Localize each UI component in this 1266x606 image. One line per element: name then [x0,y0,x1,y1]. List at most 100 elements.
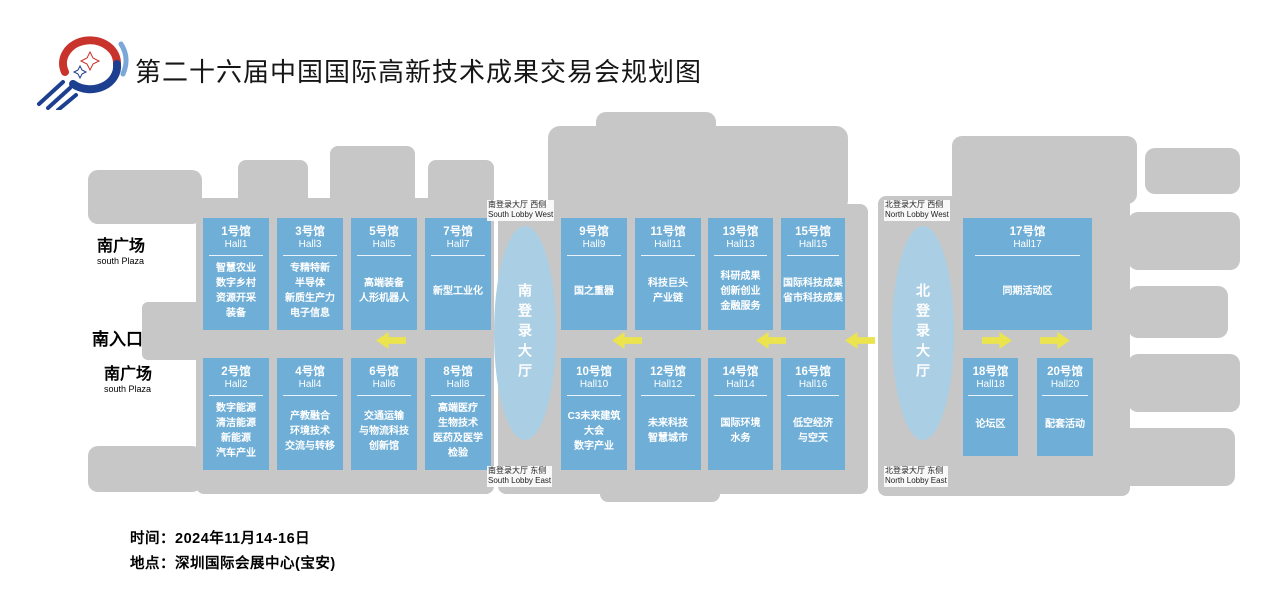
hall-number: 6号馆 [369,366,399,378]
hall-divider [1042,395,1088,397]
hall-code: Hall9 [582,239,606,251]
hall-divider [640,395,696,397]
page-title: 第二十六届中国国际高新技术成果交易会规划图 [135,58,703,87]
south-plaza-zh: 南广场 [104,366,153,383]
hall-code: Hall16 [798,379,828,391]
hall-divider [430,395,486,397]
south-plaza-label-bottom: 南广场 south Plaza [104,366,152,394]
hall-code: Hall4 [298,379,322,391]
hall-number: 8号馆 [443,366,473,378]
hall-desc: 同期活动区 [1002,285,1053,297]
hall-desc: 新型工业化 [433,285,483,297]
hall-desc: 配套活动 [1045,418,1085,430]
hall-desc: 论坛区 [975,418,1006,430]
hall-divider [566,255,622,257]
hall-number: 12号馆 [650,366,686,378]
hall-desc: 国际科技成果 省市科技成果 [783,278,843,305]
south-lobby-east-note: 南登录大厅 东侧 South Lobby East [487,466,553,487]
hall-divider [640,255,696,257]
hall-16: 16号馆 Hall16 低空经济 与空天 [781,358,845,470]
hall-number: 16号馆 [795,366,831,378]
south-entrance-label: 南入口 [92,330,143,349]
south-lobby-label: 南登录大厅 [517,283,533,383]
hall-code: Hall2 [224,379,248,391]
hall-number: 2号馆 [221,366,251,378]
hall-number: 4号馆 [295,366,325,378]
hall-20: 20号馆 Hall20 配套活动 [1037,358,1093,456]
north-lobby-label: 北登录大厅 [915,283,931,383]
hall-number: 17号馆 [1009,226,1046,238]
event-time: 时间：2024年11月14-16日 [130,531,311,547]
hall-desc: 科技巨头 产业链 [648,278,688,305]
hall-desc: 国之重器 [574,285,614,297]
hall-code: Hall12 [653,379,683,391]
hall-desc: C3未来建筑 大会 数字产业 [567,410,621,452]
hall-1: 1号馆 Hall1 智慧农业 数字乡村 资源开采 装备 [203,218,269,330]
hall-number: 15号馆 [795,226,831,238]
hall-2: 2号馆 Hall2 数字能源 清洁能源 新能源 汽车产业 [203,358,269,470]
hall-9: 9号馆 Hall9 国之重器 [561,218,627,330]
hall-divider [208,395,264,397]
hall-code: Hall14 [726,379,755,391]
hall-desc: 国际环境 水务 [720,418,761,445]
hall-desc: 产教融合 环境技术 交流与转移 [285,410,335,452]
hall-7: 7号馆 Hall7 新型工业化 [425,218,491,330]
hall-code: Hall1 [224,239,248,251]
hall-12: 12号馆 Hall12 未来科技 智慧城市 [635,358,701,470]
hall-13: 13号馆 Hall13 科研成果 创新创业 金融服务 [708,218,773,330]
hall-code: Hall11 [654,239,682,251]
south-plaza-en: south Plaza [97,256,145,267]
hall-3: 3号馆 Hall3 专精特新 半导体 新质生产力 电子信息 [277,218,343,330]
hall-divider [967,395,1014,397]
hall-divider [356,255,412,257]
hall-number: 14号馆 [722,366,759,378]
hall-desc: 低空经济 与空天 [793,418,833,445]
south-lobby-west-note: 南登录大厅 西侧 South Lobby West [487,200,555,221]
hall-divider [786,395,840,397]
hall-divider [430,255,486,257]
hall-number: 13号馆 [722,226,759,238]
hall-17: 17号馆 Hall17 同期活动区 [963,218,1092,330]
hall-code: Hall7 [446,239,470,251]
hall-code: Hall10 [579,379,609,391]
hall-18: 18号馆 Hall18 论坛区 [963,358,1018,456]
hall-divider [974,255,1081,257]
north-lobby-east-note: 北登录大厅 东侧 North Lobby East [884,466,948,487]
hall-desc: 数字能源 清洁能源 新能源 汽车产业 [216,403,256,460]
hall-divider [282,255,338,257]
hall-divider [208,255,264,257]
south-plaza-zh: 南广场 [97,238,146,255]
hall-code: Hall18 [976,379,1005,391]
hall-desc: 智慧农业 数字乡村 资源开采 装备 [216,263,256,320]
hall-desc: 未来科技 智慧城市 [648,418,688,445]
hall-divider [786,255,840,257]
hall-desc: 高端医疗 生物技术 医药及医学 检验 [433,403,483,460]
hall-code: Hall15 [798,239,828,251]
hall-desc: 专精特新 半导体 新质生产力 电子信息 [285,263,335,320]
event-location: 地点：深圳国际会展中心(宝安) [130,556,336,572]
hall-code: Hall6 [372,379,396,391]
north-lobby-west-note: 北登录大厅 西侧 North Lobby West [884,200,950,221]
south-lobby: 南登录大厅 [494,226,556,440]
south-plaza-label-top: 南广场 south Plaza [97,238,145,266]
hall-number: 20号馆 [1047,366,1083,378]
hall-divider [713,255,768,257]
hall-number: 11号馆 [650,226,686,238]
hall-number: 10号馆 [576,366,612,378]
hall-15: 15号馆 Hall15 国际科技成果 省市科技成果 [781,218,845,330]
hall-number: 1号馆 [221,226,251,238]
hall-code: Hall5 [372,239,396,251]
hall-code: Hall20 [1050,379,1080,391]
hall-code: Hall8 [446,379,470,391]
hall-6: 6号馆 Hall6 交通运输 与物流科技 创新馆 [351,358,417,470]
hall-number: 3号馆 [295,226,325,238]
hall-divider [282,395,338,397]
fair-logo [37,36,129,110]
hall-code: Hall13 [726,239,755,251]
hall-divider [713,395,768,397]
hall-number: 9号馆 [579,226,609,238]
hall-desc: 高端装备 人形机器人 [359,278,409,305]
hall-5: 5号馆 Hall5 高端装备 人形机器人 [351,218,417,330]
south-plaza-en: south Plaza [104,384,152,395]
